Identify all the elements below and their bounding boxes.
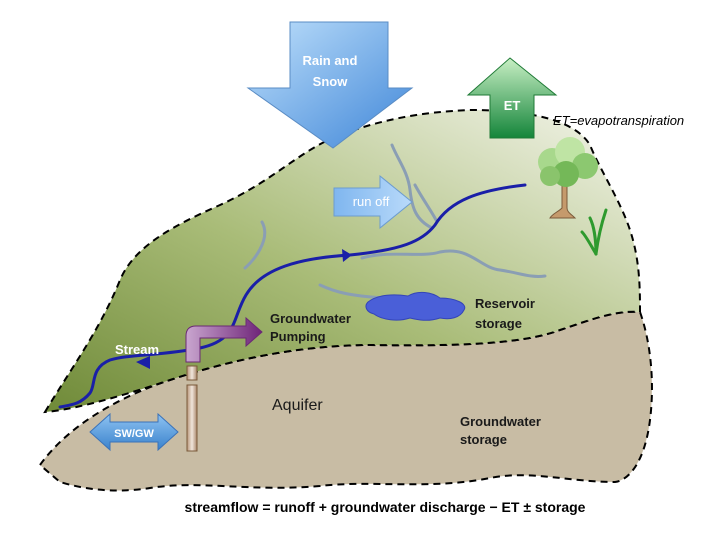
runoff-arrow: run off xyxy=(333,174,413,230)
reservoir-label-line2: storage xyxy=(475,316,522,331)
tree-icon xyxy=(538,137,598,219)
rain-snow-arrow: Rain and Snow xyxy=(246,21,414,149)
swgw-arrow: SW/GW xyxy=(89,412,179,452)
reservoir xyxy=(365,291,466,321)
pumping-well xyxy=(185,316,263,452)
et-arrow: ET xyxy=(466,57,558,139)
streamflow-equation: streamflow = runoff + groundwater discha… xyxy=(185,499,586,515)
gw-storage-label-line2: storage xyxy=(460,432,507,447)
main-stream xyxy=(58,183,527,409)
runoff-label: run off xyxy=(353,194,390,209)
pumping-label-line2: Pumping xyxy=(270,329,326,344)
gw-storage-label-line1: Groundwater xyxy=(460,414,541,429)
reservoir-label-line1: Reservoir xyxy=(475,296,535,311)
swgw-label: SW/GW xyxy=(114,428,154,440)
rain-label-line1: Rain and xyxy=(303,53,358,68)
et-definition: ET=evapotranspiration xyxy=(553,113,684,128)
grass-icon xyxy=(580,208,608,256)
pumping-label-line1: Groundwater xyxy=(270,311,351,326)
et-label: ET xyxy=(504,98,521,113)
rain-label-line2: Snow xyxy=(313,74,349,89)
aquifer-label: Aquifer xyxy=(272,397,323,414)
tributaries xyxy=(243,143,547,300)
stream-label: Stream xyxy=(115,342,159,357)
